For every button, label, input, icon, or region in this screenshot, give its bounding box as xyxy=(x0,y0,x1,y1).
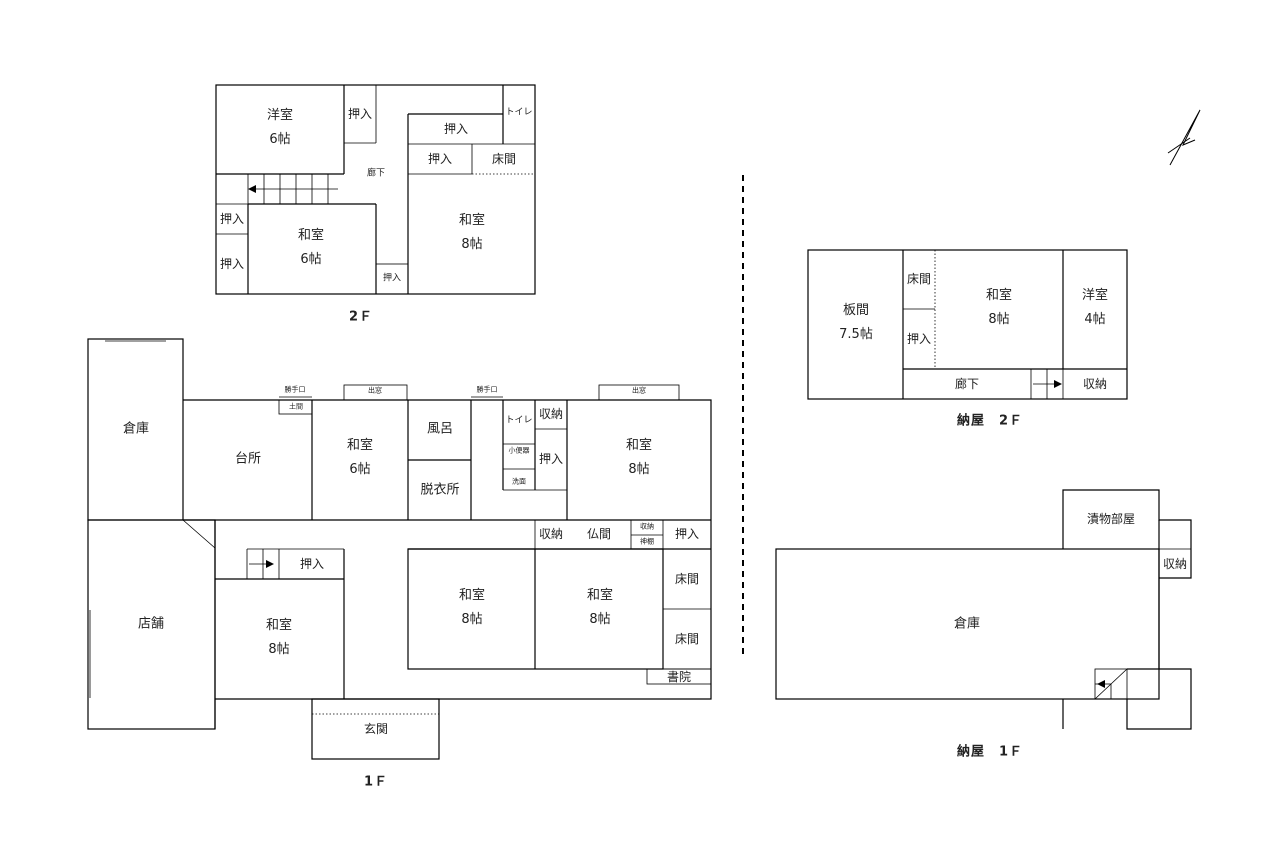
bay-window-label-a: 出窓 xyxy=(368,386,382,395)
barn-2f-closet: 押入 xyxy=(906,332,932,346)
tokonoma-2f: 床間 xyxy=(491,152,517,166)
storage-1f-a: 収納 xyxy=(538,407,564,421)
storage-1f-c: 収納 xyxy=(640,522,654,531)
back-door-label-b: 勝手口 xyxy=(476,385,498,394)
butsuma-label: 仏間 xyxy=(586,527,612,541)
closet-1f-a: 押入 xyxy=(538,452,564,466)
barn-2f-storage: 収納 xyxy=(1082,377,1108,391)
barn-1f-pickle-room: 漬物部屋 xyxy=(1086,512,1136,526)
barn-first-floor-walls xyxy=(775,489,1192,730)
storage-1f-b: 収納 xyxy=(538,527,564,541)
first-floor-walls xyxy=(87,338,712,760)
shoin-label: 書院 xyxy=(666,670,692,684)
barn-2f-corridor: 廊下 xyxy=(954,377,980,391)
closet-2f-f: 押入 xyxy=(382,273,402,284)
closet-2f-a: 押入 xyxy=(347,107,373,121)
room-1f-warehouse: 倉庫 xyxy=(122,421,150,437)
toilet-1f: トイレ xyxy=(505,415,533,426)
north-arrow-icon xyxy=(1167,109,1201,166)
room-1f-bath: 風呂 xyxy=(426,421,454,437)
urinal-label: 小便器 xyxy=(508,446,530,455)
tokonoma-1f-b: 床間 xyxy=(674,632,700,646)
floor-label-1f: 1Ｆ xyxy=(363,774,389,790)
entrance-label: 玄関 xyxy=(363,722,389,736)
bay-window-label-b: 出窓 xyxy=(632,386,646,395)
closet-2f-c: 押入 xyxy=(427,152,453,166)
second-floor-walls xyxy=(215,84,536,295)
washbasin-label: 洗面 xyxy=(512,477,526,486)
closet-1f-c: 押入 xyxy=(299,557,325,571)
corridor-2f: 廊下 xyxy=(366,168,386,179)
closet-2f-e: 押入 xyxy=(219,257,245,271)
earthen-floor-label: 土間 xyxy=(289,402,303,411)
room-1f-kitchen: 台所 xyxy=(234,451,262,467)
kamidana-label: 神棚 xyxy=(640,537,654,546)
room-1f-dressing: 脱衣所 xyxy=(420,482,460,498)
tokonoma-1f-a: 床間 xyxy=(674,572,700,586)
floor-label-barn-1f: 納屋 1Ｆ xyxy=(956,744,1024,760)
barn-second-floor-walls xyxy=(807,249,1128,400)
closet-2f-d: 押入 xyxy=(219,212,245,226)
barn-1f-warehouse: 倉庫 xyxy=(953,616,981,632)
toilet-2f: トイレ xyxy=(505,107,533,118)
closet-2f-b: 押入 xyxy=(443,122,469,136)
floor-label-barn-2f: 納屋 2Ｆ xyxy=(956,413,1024,429)
back-door-label-a: 勝手口 xyxy=(284,385,306,394)
floor-label-2f: 2Ｆ xyxy=(348,309,374,325)
closet-1f-b: 押入 xyxy=(674,527,700,541)
room-1f-shop: 店舗 xyxy=(137,616,165,632)
barn-1f-storage: 収納 xyxy=(1162,557,1188,571)
barn-2f-tokonoma: 床間 xyxy=(906,272,932,286)
